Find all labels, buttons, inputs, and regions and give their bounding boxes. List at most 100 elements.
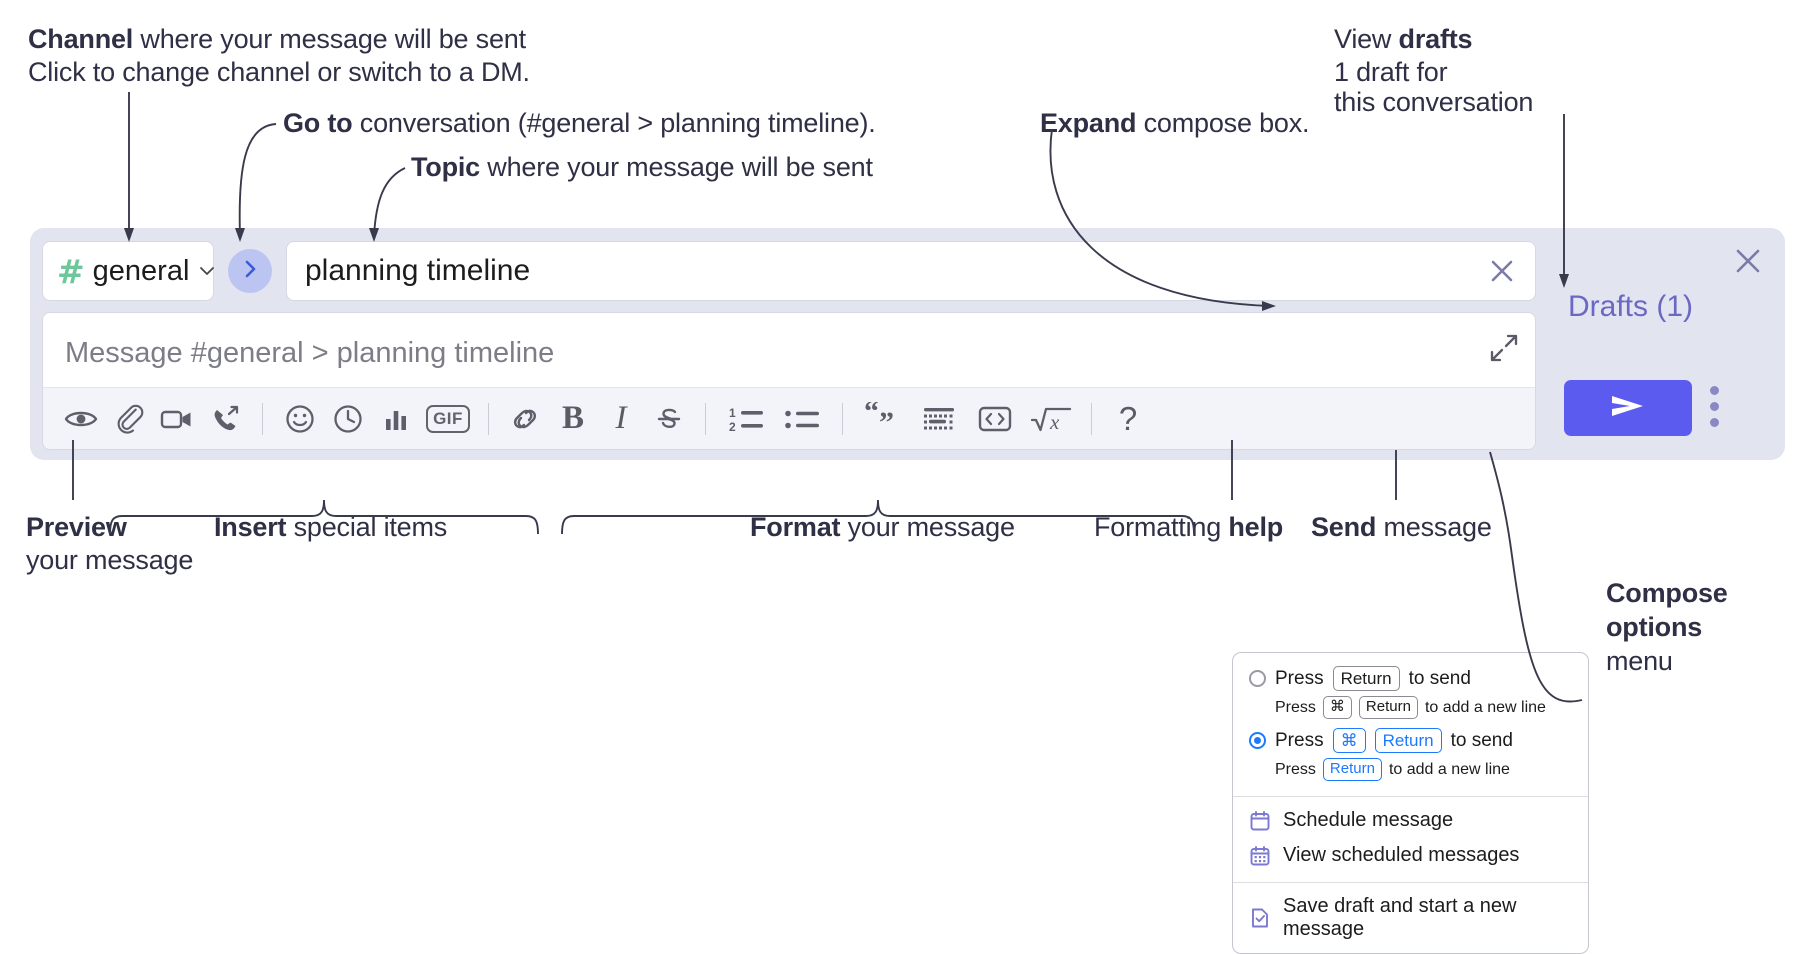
menu-item-label: Schedule message	[1283, 809, 1454, 831]
annotation-send: Send message	[1311, 510, 1492, 545]
annotation-goto-bold: Go to	[283, 108, 353, 138]
send-option-return[interactable]: Press Return to send	[1233, 663, 1588, 694]
chevron-down-icon	[197, 261, 217, 281]
toolbar-separator	[488, 402, 489, 435]
inline-code-icon[interactable]	[967, 396, 1023, 442]
menu-item-save-draft[interactable]: Save draft and start a new message	[1233, 889, 1588, 947]
annotation-expand: Expand compose box.	[1040, 106, 1310, 141]
option1-sub-after: to add a new line	[1424, 698, 1546, 716]
menu-item-label: Save draft and start a new message	[1283, 895, 1517, 940]
annotation-compose-options-bold1: Compose	[1606, 578, 1728, 608]
annotation-preview-line2: your message	[26, 545, 194, 575]
annotation-send-rest: message	[1376, 512, 1492, 542]
calendar-grid-icon	[1249, 845, 1271, 867]
menu-divider	[1233, 796, 1588, 797]
italic-icon[interactable]: I	[597, 396, 645, 442]
annotation-formatting-help: Formatting help	[1094, 510, 1283, 545]
bulleted-list-icon[interactable]	[774, 396, 830, 442]
annotation-drafts: View drafts	[1334, 22, 1473, 57]
send-button[interactable]	[1564, 380, 1692, 436]
annotation-insert-rest: special items	[286, 512, 448, 542]
bold-icon[interactable]: B	[549, 396, 597, 442]
topic-input[interactable]: planning timeline	[286, 241, 1536, 301]
close-icon[interactable]	[1731, 244, 1765, 278]
goto-conversation-button[interactable]	[228, 249, 272, 293]
math-icon[interactable]: x	[1023, 396, 1079, 442]
close-icon[interactable]	[1485, 254, 1519, 288]
annotation-topic: Topic where your message will be sent	[411, 150, 873, 185]
annotation-compose-options-l2: options	[1606, 610, 1702, 645]
svg-text:2: 2	[729, 420, 736, 434]
annotation-compose-options-bold2: options	[1606, 612, 1703, 642]
svg-text:x: x	[1049, 410, 1060, 434]
option1-text-before: Press	[1275, 667, 1324, 689]
video-icon[interactable]	[153, 396, 201, 442]
svg-text:”: ”	[879, 406, 894, 436]
annotation-channel-rest: where your message will be sent	[133, 24, 526, 54]
calendar-icon	[1249, 810, 1271, 832]
menu-item-view-scheduled[interactable]: View scheduled messages	[1233, 838, 1588, 873]
annotation-drafts-plain: View	[1334, 24, 1399, 54]
drafts-link[interactable]: Drafts (1)	[1568, 290, 1694, 323]
option2-text-before: Press	[1275, 729, 1324, 751]
annotation-drafts-sub1: 1 draft for	[1334, 57, 1448, 87]
emoji-icon[interactable]	[276, 396, 324, 442]
radio-button-selected[interactable]	[1249, 732, 1266, 750]
hash-icon: #	[57, 251, 85, 291]
annotation-formatting-help-bold: help	[1228, 512, 1284, 542]
code-block-icon[interactable]	[911, 396, 967, 442]
ordered-list-icon[interactable]: 1 2	[718, 396, 774, 442]
expand-diagonal-icon[interactable]	[1489, 333, 1519, 363]
menu-item-schedule-message[interactable]: Schedule message	[1233, 803, 1588, 838]
topic-value: planning timeline	[305, 254, 531, 287]
key-return: Return	[1332, 666, 1400, 692]
annotation-compose-options-l3: menu	[1606, 646, 1673, 676]
compose-inner: # general planning timeline Message #g	[42, 240, 1536, 450]
option1-text-after: to send	[1408, 667, 1471, 689]
send-option-cmd-return-sub: Press Return to add a new line	[1233, 756, 1588, 787]
annotation-drafts-sub2: this conversation	[1334, 87, 1534, 117]
link-icon[interactable]	[501, 396, 549, 442]
annotation-format-rest: your message	[840, 512, 1015, 542]
annotation-preview: Preview	[26, 510, 127, 545]
audio-icon[interactable]	[201, 396, 249, 442]
annotation-goto: Go to conversation (#general > planning …	[283, 106, 876, 141]
blockquote-icon[interactable]: “ ”	[855, 396, 911, 442]
strikethrough-icon[interactable]	[645, 396, 693, 442]
annotation-send-bold: Send	[1311, 512, 1377, 542]
reminder-icon[interactable]	[324, 396, 372, 442]
message-input-box[interactable]: Message #general > planning timeline	[42, 312, 1536, 450]
menu-divider	[1233, 882, 1588, 883]
annotation-format: Format your message	[750, 510, 1015, 545]
annotation-drafts-bold: drafts	[1398, 24, 1473, 54]
compose-options-menu: Press Return to send Press ⌘ Return to a…	[1232, 652, 1589, 954]
attachment-icon[interactable]	[105, 396, 153, 442]
annotation-channel-bold: Channel	[28, 24, 134, 54]
channel-name-label: general	[92, 254, 190, 287]
more-options-vertical-icon[interactable]	[1710, 386, 1719, 434]
toolbar-separator	[842, 402, 843, 435]
channel-selector[interactable]: # general	[42, 241, 217, 301]
send-option-cmd-return[interactable]: Press ⌘ Return to send	[1233, 725, 1588, 756]
annotation-expand-rest: compose box.	[1136, 108, 1310, 138]
preview-icon[interactable]	[57, 396, 105, 442]
radio-button[interactable]	[1249, 670, 1266, 688]
formatting-help-icon[interactable]: ?	[1104, 396, 1152, 442]
poll-icon[interactable]	[372, 396, 420, 442]
gif-icon[interactable]: GIF	[420, 396, 476, 442]
key-return: Return	[1322, 758, 1382, 781]
bold-label: B	[561, 400, 584, 436]
annotation-topic-rest: where your message will be sent	[480, 152, 873, 182]
chevron-right-icon	[238, 257, 262, 286]
toolbar-separator	[262, 402, 263, 435]
annotation-topic-bold: Topic	[411, 152, 480, 182]
annotation-expand-bold: Expand	[1040, 108, 1137, 138]
message-placeholder: Message #general > planning timeline	[65, 337, 555, 369]
svg-text:“: “	[864, 402, 879, 428]
annotation-insert-bold: Insert	[214, 512, 287, 542]
gif-label: GIF	[426, 404, 470, 433]
key-command: ⌘	[1322, 696, 1352, 719]
annotation-preview-bold: Preview	[26, 512, 127, 542]
annotation-formatting-help-plain: Formatting	[1094, 512, 1229, 542]
svg-text:1: 1	[729, 406, 736, 420]
